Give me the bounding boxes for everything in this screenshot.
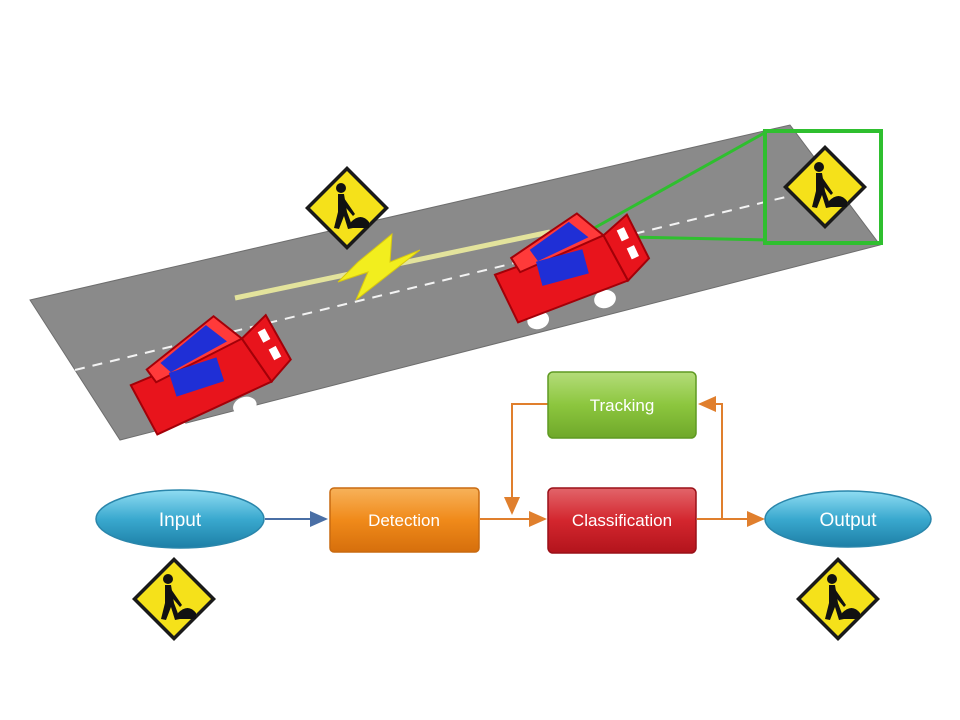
construction-worker-sign-icon: [796, 557, 880, 641]
construction-worker-sign-icon: [132, 557, 216, 641]
output-label: Output: [819, 510, 877, 531]
classification-label: Classification: [572, 511, 672, 530]
input-node: Input: [96, 490, 264, 548]
output-node: Output: [765, 491, 931, 547]
tracking-node: Tracking: [548, 372, 696, 438]
arrow-classification-to-tracking: [700, 404, 722, 519]
classification-node: Classification: [548, 488, 696, 553]
detection-node: Detection: [330, 488, 479, 552]
input-label: Input: [159, 510, 202, 531]
detection-label: Detection: [368, 511, 440, 530]
arrow-tracking-to-classification: [512, 404, 548, 513]
tracking-label: Tracking: [590, 396, 655, 415]
